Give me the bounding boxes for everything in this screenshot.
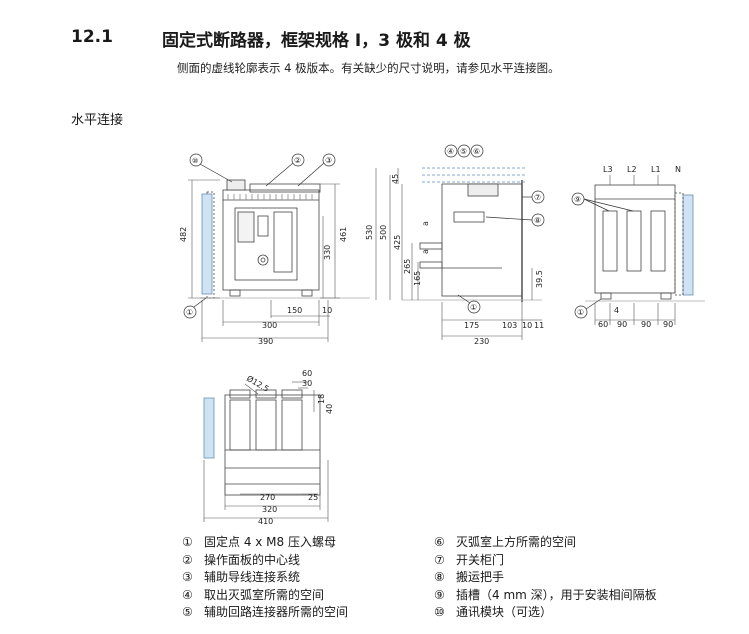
dim-diameter-12-5: Ø12.5 — [245, 373, 271, 394]
callout-1-rear: ① — [577, 308, 584, 317]
dim-230: 230 — [474, 337, 489, 346]
dim-425: 425 — [393, 235, 402, 250]
dim-265: 265 — [403, 259, 412, 274]
side-view-drawing: 530 500 45 425 265 165 a a 39.5 175 103 … — [365, 144, 545, 346]
dim-4-rear: 4 — [614, 306, 619, 315]
rear-view-drawing: L3 L2 L1 N 4 60 90 90 90 ⑨ ① — [571, 165, 705, 329]
callout-5-side: ⑤ — [460, 147, 467, 156]
callout-8-side: ⑧ — [534, 216, 541, 225]
phase-label-l2: L2 — [627, 165, 637, 174]
section-title: 固定式断路器，框架规格 I，3 极和 4 极 — [162, 31, 471, 51]
callout-10-front: ⑩ — [192, 157, 198, 165]
dim-30-top: 30 — [302, 379, 312, 388]
dim-40: 40 — [325, 404, 334, 414]
callout-1-side: ① — [470, 303, 477, 312]
phase-label-l1: L1 — [651, 165, 661, 174]
top-view-drawing: Ø12.5 60 30 18 40 270 25 320 410 — [203, 369, 334, 526]
callout-3-front: ③ — [325, 156, 332, 165]
dim-390: 390 — [258, 337, 273, 346]
callout-7-side: ⑦ — [534, 193, 541, 202]
dim-60-rear: 60 — [598, 320, 608, 329]
dim-150: 150 — [287, 306, 302, 315]
phase-label-n: N — [675, 165, 681, 174]
dim-90-a: 90 — [617, 320, 627, 329]
dim-a-1: a — [421, 221, 430, 226]
dim-461: 461 — [339, 227, 348, 242]
dim-175: 175 — [464, 321, 479, 330]
dim-270: 270 — [260, 493, 275, 502]
dim-165: 165 — [413, 271, 422, 286]
dim-103: 103 — [502, 321, 517, 330]
dim-90-c: 90 — [663, 320, 673, 329]
dim-11: 11 — [534, 321, 544, 330]
callout-4-side: ④ — [447, 147, 454, 156]
dim-482: 482 — [179, 227, 188, 242]
section-number: 12.1 — [71, 27, 113, 47]
dim-25: 25 — [308, 493, 318, 502]
callout-1-front: ① — [186, 308, 193, 317]
dim-60-top: 60 — [302, 369, 312, 378]
dim-410: 410 — [258, 517, 273, 526]
front-view-drawing: 482 461 330 150 10 300 390 ⑩ ② ③ ① — [179, 153, 370, 346]
dim-90-b: 90 — [641, 320, 651, 329]
dim-320: 320 — [262, 505, 277, 514]
dim-a-2: a — [421, 249, 430, 254]
dim-45: 45 — [391, 174, 400, 184]
phase-label-l3: L3 — [603, 165, 613, 174]
callout-6-side: ⑥ — [473, 147, 480, 156]
dim-500: 500 — [379, 225, 388, 240]
callout-9-rear: ⑨ — [574, 195, 581, 204]
subheading-horizontal-connection: 水平连接 — [71, 113, 124, 128]
dim-18: 18 — [317, 394, 326, 404]
dim-39-5: 39.5 — [535, 270, 544, 288]
dim-300: 300 — [262, 321, 277, 330]
dim-330: 330 — [323, 245, 332, 260]
callout-2-front: ② — [294, 156, 301, 165]
dim-530: 530 — [365, 225, 374, 240]
section-subtitle: 侧面的虚线轮廓表示 4 极版本。有关缺少的尺寸说明，请参见水平连接图。 — [177, 61, 560, 75]
dim-10-front: 10 — [322, 306, 332, 315]
dim-10-side: 10 — [522, 321, 532, 330]
